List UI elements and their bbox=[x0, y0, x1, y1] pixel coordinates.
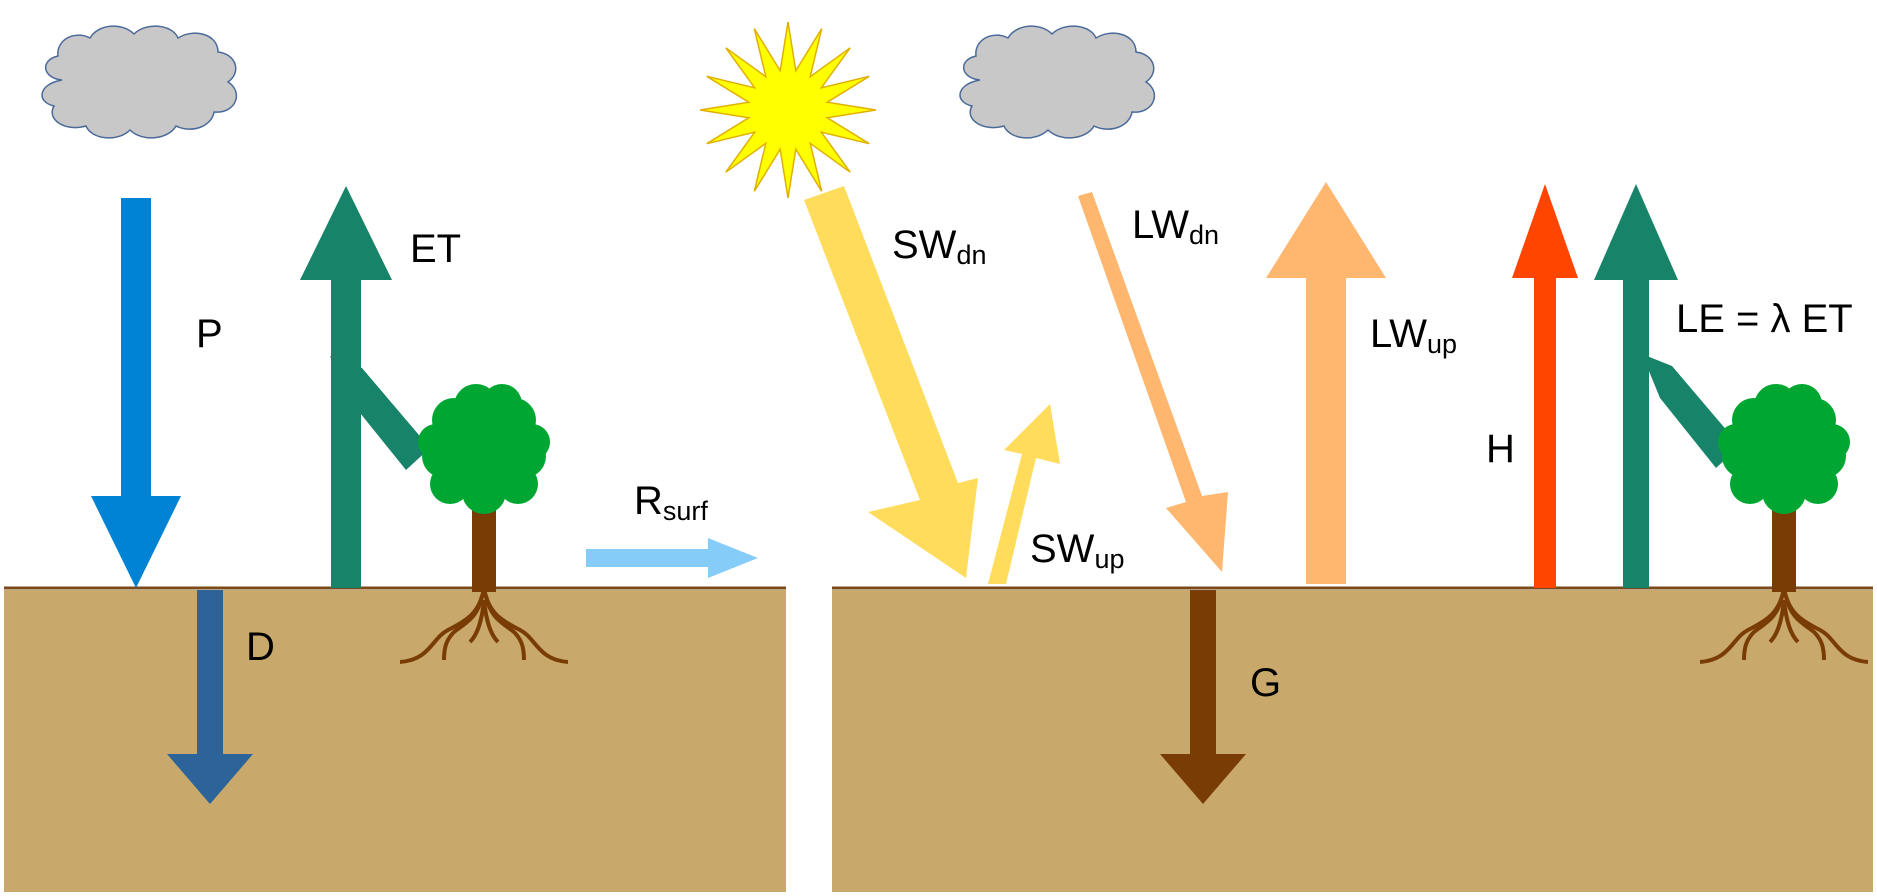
sun-icon bbox=[699, 21, 877, 199]
runoff-arrow bbox=[586, 538, 758, 578]
evapotranspiration-arrow bbox=[300, 186, 392, 588]
sensible-heat-label: H bbox=[1486, 427, 1515, 471]
right-panel-energy-balance: SWdn SWup LWdn LWup H LE = λ ET bbox=[699, 21, 1873, 892]
sw-down-arrow bbox=[804, 186, 978, 578]
drainage-arrow bbox=[167, 590, 253, 804]
tree-icon bbox=[1698, 384, 1870, 664]
left-panel-water-balance: P ET D Rsurf bbox=[4, 25, 786, 892]
tree-icon bbox=[398, 384, 570, 664]
drainage-label: D bbox=[246, 625, 275, 669]
soil-block-right bbox=[832, 590, 1873, 892]
latent-heat-branch-arrow bbox=[1642, 354, 1740, 468]
latent-heat-label: LE = λ ET bbox=[1676, 297, 1853, 341]
precipitation-label: P bbox=[196, 312, 223, 356]
lw-down-arrow bbox=[1078, 192, 1228, 572]
lw-down-label: LWdn bbox=[1132, 203, 1219, 250]
latent-heat-arrow bbox=[1594, 184, 1678, 588]
sensible-heat-arrow bbox=[1512, 184, 1578, 588]
sw-up-arrow bbox=[988, 404, 1060, 584]
ground-heat-label: G bbox=[1250, 661, 1281, 705]
soil-block-left bbox=[4, 590, 786, 892]
evapotranspiration-label: ET bbox=[410, 227, 461, 271]
lw-up-arrow bbox=[1266, 182, 1386, 584]
ground-heat-arrow bbox=[1160, 590, 1246, 804]
sw-up-label: SWup bbox=[1030, 527, 1124, 574]
lw-up-label: LWup bbox=[1370, 312, 1457, 359]
sw-down-label: SWdn bbox=[892, 223, 986, 270]
cloud-icon bbox=[41, 25, 238, 139]
cloud-icon bbox=[959, 25, 1156, 139]
precipitation-arrow bbox=[91, 198, 181, 588]
runoff-label: Rsurf bbox=[634, 479, 708, 526]
